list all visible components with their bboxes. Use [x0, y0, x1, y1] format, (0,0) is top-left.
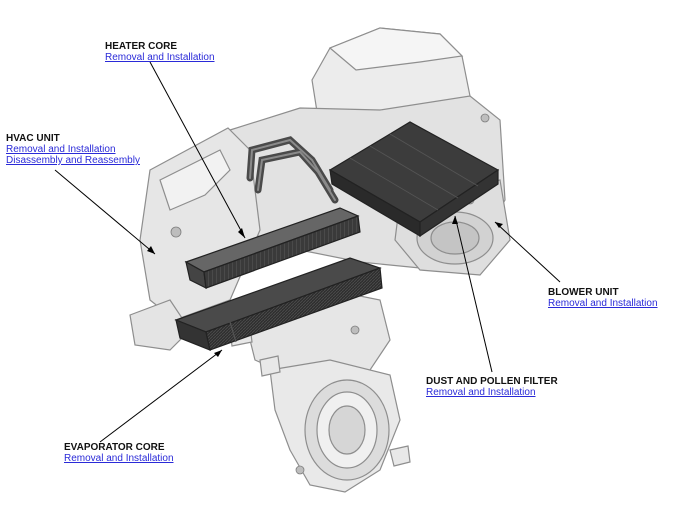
dust-filter-title: DUST AND POLLEN FILTER	[426, 376, 558, 387]
hvac-unit-removal-link[interactable]: Removal and Installation	[6, 144, 116, 155]
blower-unit-removal-link[interactable]: Removal and Installation	[548, 298, 658, 309]
dust-pollen-filter	[328, 121, 500, 238]
evaporator-core-removal-link[interactable]: Removal and Installation	[64, 453, 174, 464]
evaporator-core	[174, 257, 383, 351]
callout-evaporator-core: EVAPORATOR CORE Removal and Installation	[64, 442, 174, 464]
evaporator-core-title: EVAPORATOR CORE	[64, 442, 165, 453]
dust-filter-removal-link[interactable]: Removal and Installation	[426, 387, 536, 398]
heater-core-removal-link[interactable]: Removal and Installation	[105, 52, 215, 63]
leader-lines	[54, 61, 561, 443]
hvac-unit-title: HVAC UNIT	[6, 133, 60, 144]
blower-unit-title: BLOWER UNIT	[548, 287, 619, 298]
callout-hvac-unit: HVAC UNIT Removal and Installation Disas…	[6, 133, 140, 166]
callout-dust-pollen-filter: DUST AND POLLEN FILTER Removal and Insta…	[426, 376, 558, 398]
callout-blower-unit: BLOWER UNIT Removal and Installation	[548, 287, 658, 309]
hvac-unit-disassembly-link[interactable]: Disassembly and Reassembly	[6, 155, 140, 166]
heater-core	[184, 207, 361, 290]
heater-core-title: HEATER CORE	[105, 41, 178, 52]
callout-heater-core: HEATER CORE Removal and Installation	[105, 41, 215, 63]
hvac-housing	[129, 27, 511, 493]
